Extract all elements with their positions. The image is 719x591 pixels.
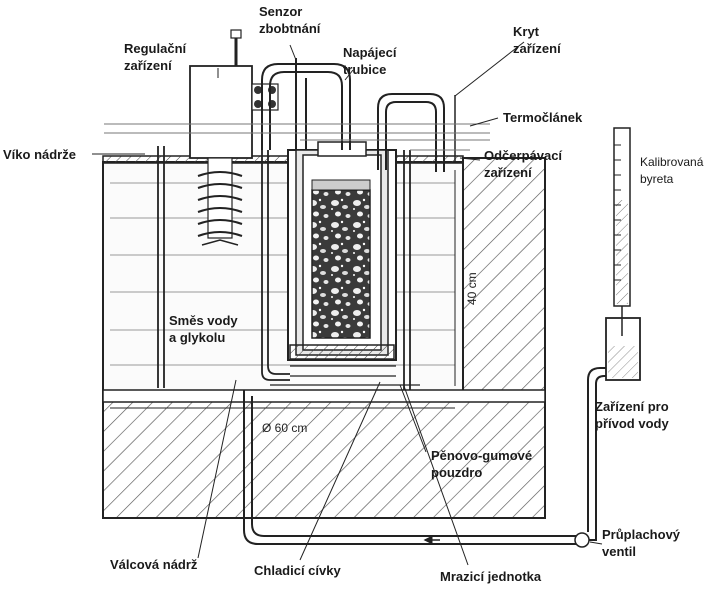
tank-lid — [102, 155, 464, 164]
label-thermocouple: Termočlánek — [503, 110, 583, 125]
diameter-dimension: Ø 60 cm — [262, 421, 307, 435]
dimension-lines — [110, 170, 456, 409]
leader-lines — [92, 41, 603, 566]
label-tank-lid: Víko nádrže — [3, 147, 76, 162]
water-supply-reservoir — [605, 317, 641, 381]
freezing-unit — [102, 157, 546, 519]
cover-and-thermocouple — [104, 95, 490, 162]
supply-tubes — [261, 63, 445, 172]
label-freezing-unit: Mrazicí jednotka — [440, 569, 542, 584]
label-cooling-coils: Chladicí cívky — [254, 563, 341, 578]
internal-pipes — [157, 146, 411, 390]
regulating-device — [189, 29, 253, 246]
cylindrical-tank — [102, 161, 464, 395]
label-cylindrical-tank: Válcová nádrž — [110, 557, 198, 572]
flush-valve-icon — [574, 532, 590, 548]
height-dimension: 40 cm — [465, 272, 479, 305]
flush-line — [243, 367, 610, 545]
calibrated-burette — [613, 127, 631, 336]
cooling-coils — [270, 365, 420, 386]
specimen-cell — [287, 141, 397, 361]
swell-sensor — [251, 58, 307, 150]
